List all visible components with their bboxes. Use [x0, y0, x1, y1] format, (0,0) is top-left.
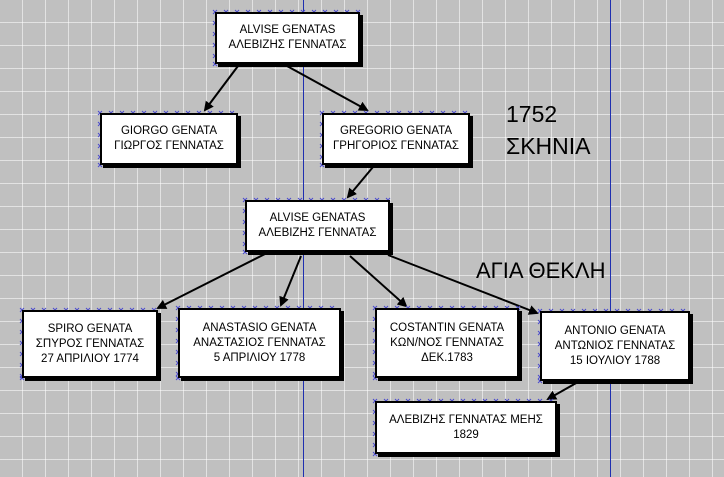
church-label[interactable]: ΑΓΙΑ ΘΕΚΛΗ	[476, 258, 606, 283]
person-latin-name: SPIRO GENATA	[47, 322, 133, 335]
connector-arrow[interactable]	[387, 254, 539, 315]
person-latin-name: ALVISE GENATAS	[239, 24, 336, 36]
person-birth-date: 5 ΑΠΡΙΛΙΟΥ 1778	[213, 351, 306, 364]
person-greek-name: ΑΛΕΒΙΖΗΣ ΓΕΝΝΑΤΑΣ	[258, 227, 377, 239]
connector-arrow[interactable]	[349, 255, 408, 308]
person-node-antonio-genata[interactable]: ANTONIO GENATA ΑΝΤΩΝΙΟΣ ΓΕΝΝΑΤΑΣ 15 ΙΟΥΛ…	[540, 311, 690, 381]
connector-arrow[interactable]	[546, 381, 579, 400]
page-break-line	[610, 0, 611, 477]
person-greek-name: ΑΛΕΒΙΖΗΣ ΓΕΝΝΑΤΑΣ	[228, 39, 347, 51]
person-node-anastasio-genata[interactable]: ANASTASIO GENATA ΑΝΑΣΤΑΣΙΟΣ ΓΕΝΝΑΤΑΣ 5 Α…	[178, 308, 341, 378]
person-latin-name: GREGORIO GENATA	[339, 125, 453, 137]
person-greek-name: ΚΩΝ/ΝΟΣ ΓΕΝΝΑΤΑΣ	[390, 336, 504, 349]
person-node-alvise-genatas-root[interactable]: ALVISE GENATAS ΑΛΕΒΙΖΗΣ ΓΕΝΝΑΤΑΣ	[215, 12, 360, 64]
person-greek-name: ΑΝΑΣΤΑΣΙΟΣ ΓΕΝΝΑΤΑΣ	[193, 336, 326, 349]
person-birth-date: 27 ΑΠΡΙΛΙΟΥ 1774	[41, 352, 139, 365]
person-latin-name: ALVISE GENATAS	[269, 212, 366, 224]
year-label[interactable]: 1752	[506, 101, 558, 127]
person-birth-date: 15 ΙΟΥΛΙΟΥ 1788	[569, 354, 661, 367]
connector-arrow[interactable]	[346, 166, 374, 199]
connector-arrow[interactable]	[156, 253, 266, 309]
person-latin-name: ANTONIO GENATA	[564, 324, 666, 337]
person-node-costantin-genata[interactable]: COSTANTIN GENATA ΚΩΝ/ΝΟΣ ΓΕΝΝΑΤΑΣ ΔΕΚ.17…	[375, 308, 519, 378]
connector-arrow[interactable]	[286, 65, 369, 111]
person-node-gregorio-genata[interactable]: GREGORIO GENATA ΓΡΗΓΟΡΙΟΣ ΓΕΝΝΑΤΑΣ	[322, 113, 470, 165]
person-latin-name: COSTANTIN GENATA	[389, 321, 505, 334]
person-greek-name: ΑΝΤΩΝΙΟΣ ΓΕΝΝΑΤΑΣ	[554, 339, 676, 352]
person-latin-name: ANASTASIO GENATA	[202, 321, 317, 334]
person-node-alvise-genatas-mid[interactable]: ALVISE GENATAS ΑΛΕΒΙΖΗΣ ΓΕΝΝΑΤΑΣ	[245, 200, 390, 252]
connector-arrow[interactable]	[203, 65, 239, 112]
person-latin-name: GIORGO GENATA	[120, 125, 218, 137]
connector-arrow[interactable]	[279, 255, 302, 307]
person-greek-name: ΓΡΗΓΟΡΙΟΣ ΓΕΝΝΑΤΑΣ	[332, 140, 460, 152]
person-birth-date: 1829	[453, 428, 479, 441]
person-greek-name: ΣΠΥΡΟΣ ΓΕΝΝΑΤΑΣ	[35, 337, 145, 350]
place-label[interactable]: ΣΚΗΝΙΑ	[506, 133, 591, 159]
person-greek-name: ΑΛΕΒΙΖΗΣ ΓΕΝΝΑΤΑΣ ΜΕΗΣ	[389, 413, 543, 426]
person-birth-date: ΔΕΚ.1783	[421, 351, 473, 364]
person-node-alevizis-gennatas-meis[interactable]: ΑΛΕΒΙΖΗΣ ΓΕΝΝΑΤΑΣ ΜΕΗΣ 1829	[375, 401, 557, 454]
person-greek-name: ΓΙΩΡΓΟΣ ΓΕΝΝΑΤΑΣ	[114, 140, 224, 152]
person-node-spiro-genata[interactable]: SPIRO GENATA ΣΠΥΡΟΣ ΓΕΝΝΑΤΑΣ 27 ΑΠΡΙΛΙΟΥ…	[22, 310, 158, 378]
person-node-giorgo-genata[interactable]: GIORGO GENATA ΓΙΩΡΓΟΣ ΓΕΝΝΑΤΑΣ	[100, 113, 238, 165]
